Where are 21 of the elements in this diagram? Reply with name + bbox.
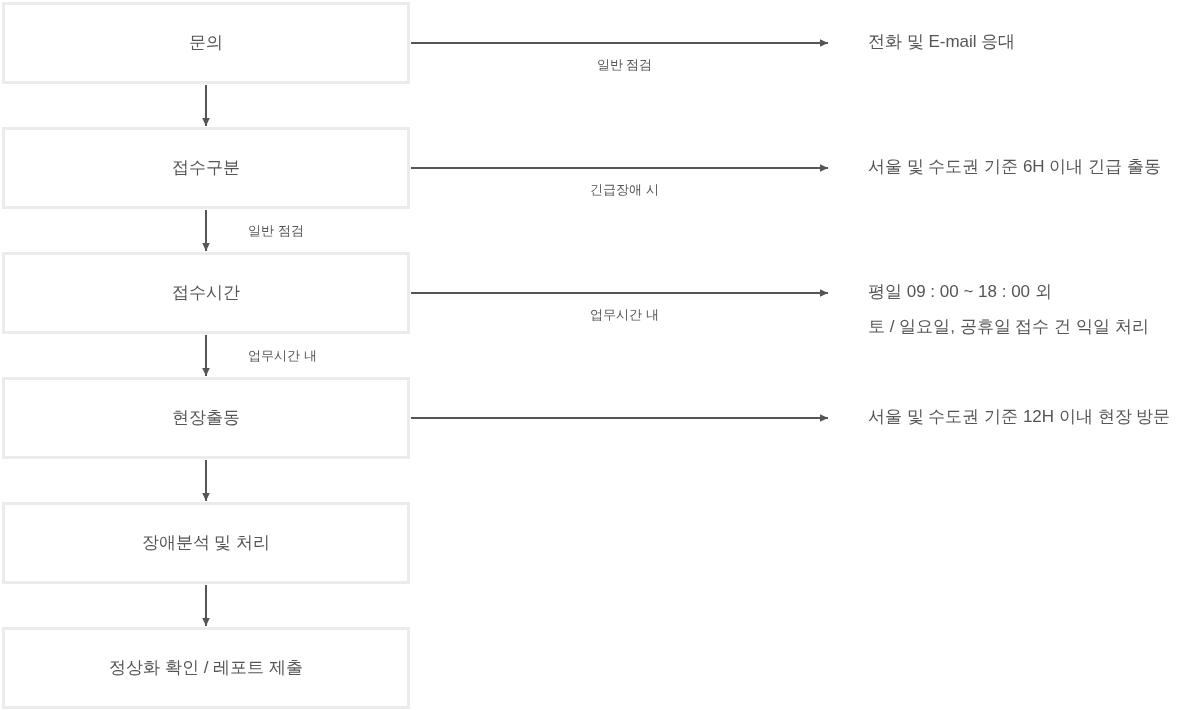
note-text: 전화 및 E-mail 응대 bbox=[868, 30, 1016, 54]
arrow bbox=[410, 164, 829, 172]
note-text: 토 / 일요일, 공휴일 접수 건 익일 처리 bbox=[868, 316, 1149, 338]
note-text: 서울 및 수도권 기준 12H 이내 현장 방문 bbox=[868, 405, 1171, 429]
edge-label: 업무시간 내 bbox=[588, 306, 661, 324]
process-box: 문의 bbox=[2, 2, 410, 84]
note-text: 서울 및 수도권 기준 6H 이내 긴급 출동 bbox=[868, 155, 1161, 179]
process-box: 정상화 확인 / 레포트 제출 bbox=[2, 627, 410, 709]
arrow bbox=[410, 39, 829, 47]
arrow bbox=[202, 334, 210, 377]
process-box: 장애분석 및 처리 bbox=[2, 502, 410, 584]
process-box: 접수구분 bbox=[2, 127, 410, 209]
note-text: 평일 09 : 00 ~ 18 : 00 외 bbox=[868, 281, 1052, 303]
arrow bbox=[202, 84, 210, 127]
arrow bbox=[410, 414, 829, 422]
arrow bbox=[202, 459, 210, 502]
arrow bbox=[410, 289, 829, 297]
process-box: 현장출동 bbox=[2, 377, 410, 459]
arrow bbox=[202, 584, 210, 627]
process-box: 접수시간 bbox=[2, 252, 410, 334]
arrow bbox=[202, 209, 210, 252]
